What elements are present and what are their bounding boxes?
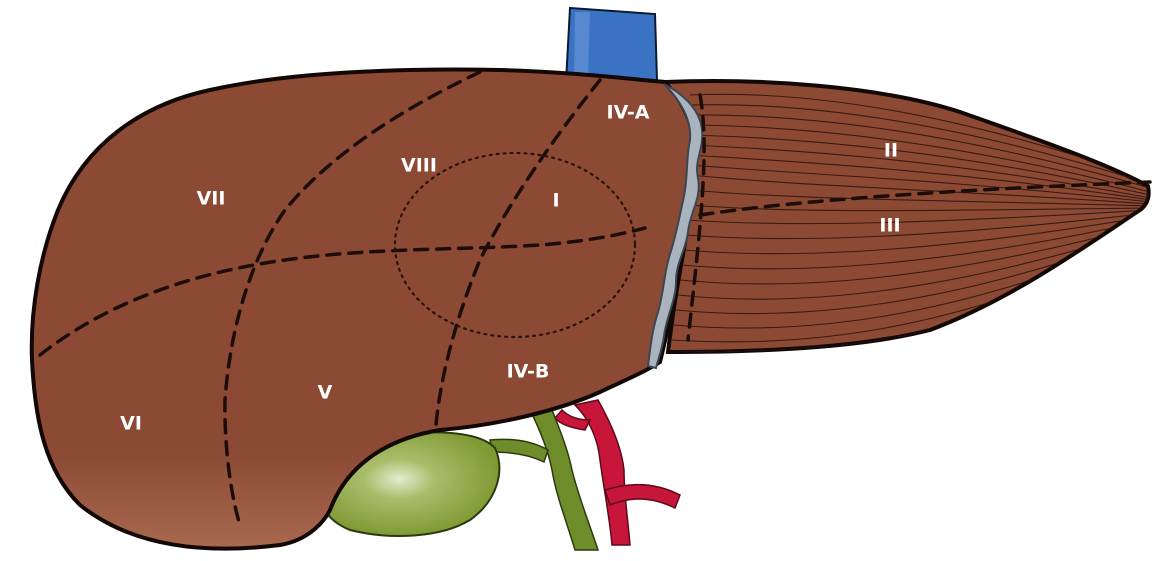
segment-label-vi: VI [120, 413, 142, 435]
segment-label-iii: III [879, 215, 900, 237]
segment-label-ii: II [884, 140, 898, 162]
left-lobe [665, 81, 1150, 360]
segment-label-iva: IV-A [607, 102, 650, 124]
vena-cava [566, 8, 657, 82]
segment-label-vii: VII [197, 188, 226, 210]
segment-label-v: V [318, 382, 333, 404]
bile-duct [490, 410, 598, 550]
segment-label-i: I [552, 190, 559, 212]
segment-label-ivb: IV-B [507, 361, 550, 383]
segment-label-viii: VIII [401, 155, 437, 177]
